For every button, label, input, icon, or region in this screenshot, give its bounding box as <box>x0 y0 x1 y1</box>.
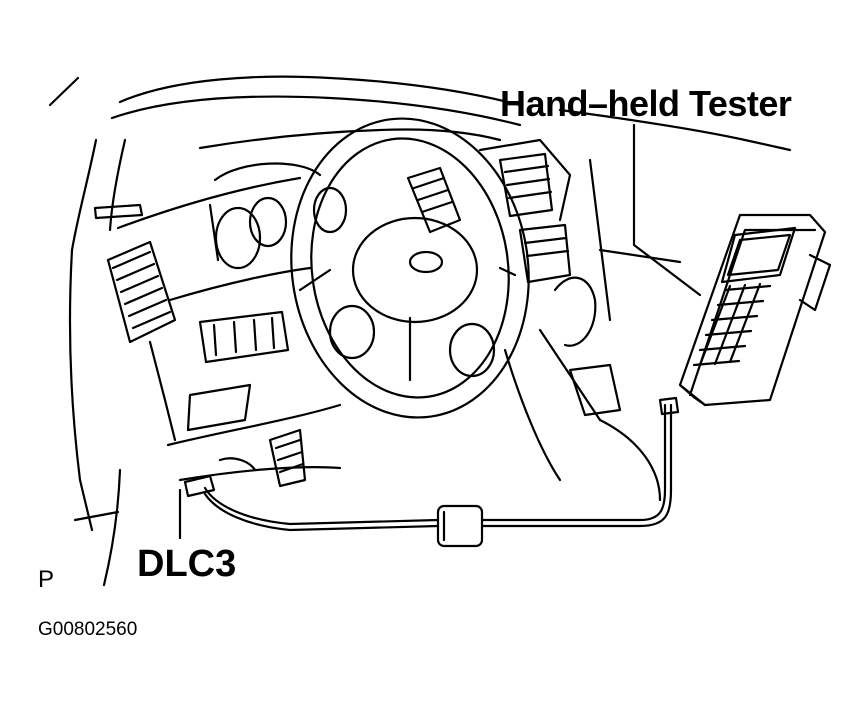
cable <box>203 396 680 548</box>
dashboard-top <box>116 128 502 302</box>
instrument-cluster <box>208 162 348 270</box>
switch-panel <box>198 310 290 364</box>
left-door-panel <box>68 203 144 587</box>
hand-held-tester <box>678 213 832 407</box>
left-air-vent <box>106 240 177 442</box>
dlc3-connector <box>178 474 216 540</box>
tester-leader-line <box>632 123 702 297</box>
steering-wheel <box>290 117 530 419</box>
lower-dashboard <box>166 348 662 502</box>
view-mark: P <box>38 566 55 593</box>
dlc3-label: DLC3 <box>137 543 237 585</box>
figure-code: G00802560 <box>38 619 138 640</box>
pedals <box>218 428 307 488</box>
tester-label: Hand–held Tester <box>500 83 792 124</box>
center-console <box>406 138 682 422</box>
windshield-outline <box>48 75 792 252</box>
